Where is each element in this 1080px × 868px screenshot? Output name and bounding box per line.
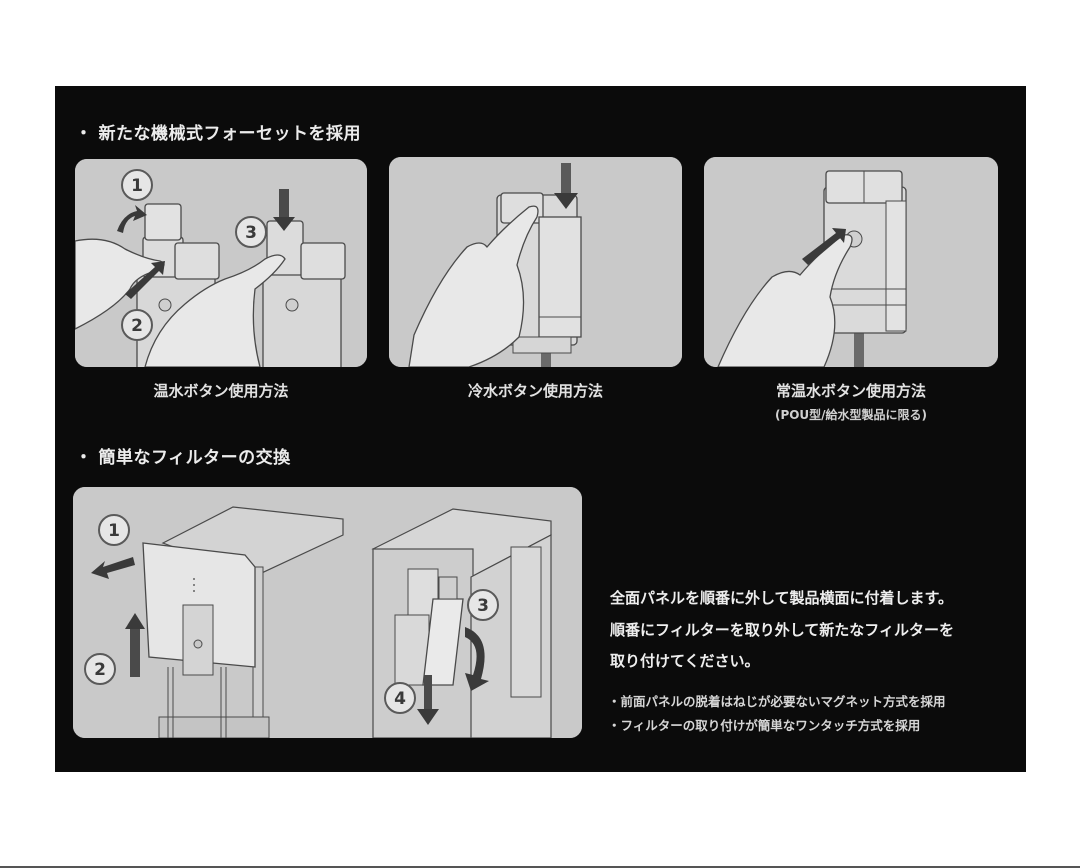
section-heading-faucet: ・新たな機械式フォーセットを採用 — [75, 119, 361, 144]
step-4-badge: 4 — [384, 682, 416, 714]
section-heading-text: 簡単なフィルターの交換 — [98, 448, 291, 468]
step-3-badge: 3 — [235, 216, 267, 248]
filter-replacement-illustration-icon: 1 2 3 4 — [73, 487, 582, 738]
svg-text:2: 2 — [131, 316, 143, 336]
step-1-badge: 1 — [98, 514, 130, 546]
subcaption-room-temp-water: (POU型/給水型製品に限る) — [774, 408, 928, 422]
illustration-hot-water-button: 1 2 3 — [75, 159, 367, 367]
svg-text:1: 1 — [131, 176, 143, 196]
bottom-divider — [0, 866, 1080, 868]
svg-text:3: 3 — [477, 596, 489, 616]
caption-room-temp-water: 常温水ボタン使用方法 — [775, 382, 926, 400]
note-item: 前面パネルの脱着はねじが必要ないマグネット方式を採用 — [608, 690, 1018, 714]
section-heading-text: 新たな機械式フォーセットを採用 — [98, 124, 361, 144]
description-line: 順番にフィルターを取り外して新たなフィルターを — [610, 620, 954, 639]
illustration-filter-replacement: 1 2 3 4 — [73, 487, 582, 738]
description-line: 全面パネルを順番に外して製品横面に付着します。 — [610, 589, 954, 607]
step-1-badge: 1 — [121, 169, 153, 201]
step-2-badge: 2 — [121, 309, 153, 341]
section-heading-filter: ・簡単なフィルターの交換 — [75, 443, 291, 468]
filter-description: 全面パネルを順番に外して製品横面に付着します。 順番にフィルターを取り外して新た… — [610, 583, 1020, 678]
note-item: フィルターの取り付けが簡単なワンタッチ方式を採用 — [608, 714, 1018, 738]
illustration-cold-water-button — [389, 157, 682, 367]
step-3-badge: 3 — [467, 589, 499, 621]
description-line: 取り付けてください。 — [610, 652, 760, 670]
svg-text:3: 3 — [245, 223, 257, 243]
instruction-sheet: ・新たな機械式フォーセットを採用 — [55, 86, 1026, 772]
illustration-room-temp-water-button — [704, 157, 998, 367]
bullet-icon: ・ — [75, 124, 93, 144]
svg-text:1: 1 — [108, 521, 120, 541]
room-temp-water-illustration-icon — [704, 157, 998, 367]
svg-text:2: 2 — [94, 660, 106, 680]
bullet-icon: ・ — [75, 448, 93, 468]
svg-text:4: 4 — [394, 689, 406, 709]
caption-hot-water: 温水ボタン使用方法 — [153, 382, 289, 400]
hot-water-illustration-icon: 1 2 3 — [75, 159, 367, 367]
cold-water-illustration-icon — [389, 157, 682, 367]
step-2-badge: 2 — [84, 653, 116, 685]
caption-cold-water: 冷水ボタン使用方法 — [467, 382, 603, 400]
filter-notes: 前面パネルの脱着はねじが必要ないマグネット方式を採用 フィルターの取り付けが簡単… — [608, 690, 1018, 738]
